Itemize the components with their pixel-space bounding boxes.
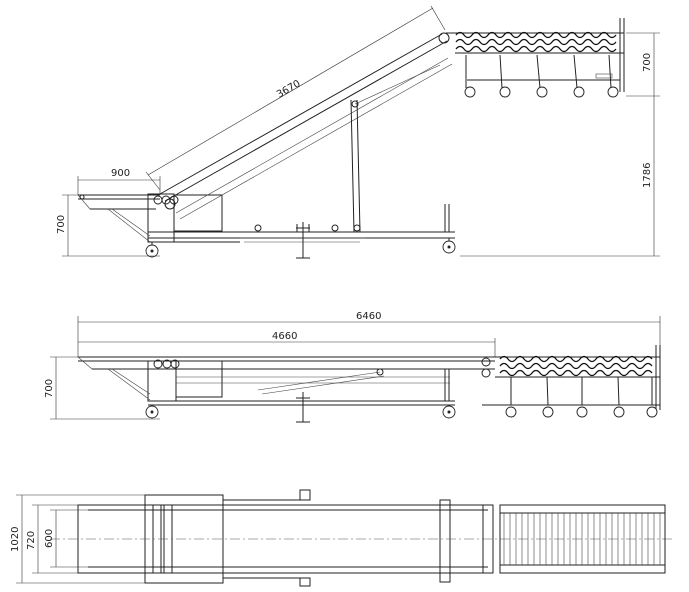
front-outlet-rollers: [499, 355, 653, 377]
top-view: 1020 720 600: [10, 489, 675, 587]
side-view-casters: [145, 238, 456, 258]
top-outlet-rollers: [499, 504, 666, 574]
dim-overall-width-label: 1020: [10, 527, 21, 552]
dim-inlet-height-label: 700: [56, 215, 67, 234]
front-main-frame: [77, 356, 495, 406]
dim-frame-width-label: 720: [26, 531, 37, 550]
dim-outlet-height: 700: [626, 32, 660, 97]
dim-fixed-length: 4660: [78, 331, 496, 357]
dim-belt-width: 600: [44, 509, 88, 568]
dim-lift-height-label: 1786: [642, 163, 653, 188]
dim-boom-length-label: 3670: [275, 78, 303, 100]
inclined-boom: [159, 32, 453, 220]
front-jack-stand: [296, 392, 310, 423]
outlet-rollers: [455, 31, 617, 53]
front-view: 6460 4660 700: [44, 311, 661, 423]
dim-front-height: 700: [44, 356, 160, 420]
dim-overall-length: 6460: [77, 311, 661, 357]
dim-overall-length-label: 6460: [356, 311, 381, 322]
dim-outlet-height-label: 700: [642, 53, 653, 72]
front-casters: [145, 405, 456, 419]
dim-frame-width: 720: [26, 504, 78, 574]
front-outlet-flexible: [481, 345, 661, 418]
top-roller-bars: [503, 513, 661, 565]
dim-fixed-length-label: 4660: [272, 331, 297, 342]
base-frame: [147, 193, 455, 243]
dim-inlet-length: 900: [77, 168, 161, 195]
support-mast: [350, 64, 441, 233]
jack-stand: [296, 222, 310, 259]
dim-belt-width-label: 600: [44, 529, 55, 548]
dim-front-height-label: 700: [44, 379, 55, 398]
outlet-flexible-conveyor: [446, 18, 625, 98]
side-view: 3670 900 700 700 1786: [56, 5, 660, 259]
top-main-body: [77, 489, 494, 587]
dim-lift-height: 1786: [460, 96, 660, 257]
dim-boom-length: 3670: [145, 5, 446, 191]
dim-inlet-height: 700: [56, 194, 160, 257]
inlet-platform: [77, 194, 160, 243]
dim-inlet-length-label: 900: [111, 168, 130, 179]
dim-overall-width: 1020: [10, 494, 145, 584]
